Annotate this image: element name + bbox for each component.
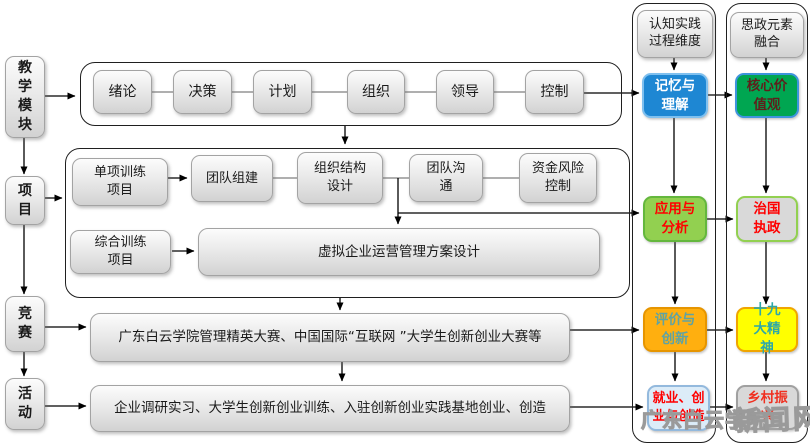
module-box-controlling: 控制	[525, 70, 584, 114]
ideology-item-core-values: 核心价值观	[735, 73, 799, 118]
module-box-intro: 绪论	[93, 70, 152, 114]
ideology-item-governance: 治国执政	[736, 196, 798, 242]
module-box-decision: 决策	[173, 70, 232, 114]
projects-group	[65, 148, 630, 298]
module-box-planning: 计划	[253, 70, 312, 114]
watermark-logo: 新闻网	[732, 403, 810, 438]
rail-competitions: 竞赛	[5, 296, 45, 352]
project-box-team-communication: 团队沟通	[409, 154, 483, 202]
ideology-lane-header: 思政元素融合	[730, 12, 804, 58]
ideology-item-19th-congress-spirit: 十九大精神	[736, 302, 798, 356]
project-box-single-training: 单项训练项目	[72, 158, 168, 206]
cognitive-item-remember-understand: 记忆与理解	[642, 73, 708, 118]
project-box-virtual-enterprise-plan: 虚拟企业运营管理方案设计	[198, 228, 600, 276]
rail-teaching-modules: 教学模块	[5, 56, 45, 138]
cognitive-lane	[632, 3, 716, 443]
competition-box: 广东白云学院管理精英大赛、中国国际“互联网 ”大学生创新创业大赛等	[90, 313, 570, 362]
project-box-team-building: 团队组建	[191, 155, 273, 202]
cognitive-item-employment-entrepreneurship: 就业、创业与创造	[647, 385, 710, 431]
activity-box: 企业调研实习、大学生创新创业训练、入驻创新创业实践基地创业、创造	[90, 385, 570, 432]
project-box-comprehensive: 综合训练项目	[70, 230, 171, 274]
project-box-org-structure: 组织结构设计	[297, 152, 383, 204]
module-box-organizing: 组织	[347, 70, 405, 114]
module-box-leading: 领导	[436, 70, 494, 114]
rail-activities: 活动	[5, 378, 45, 430]
cognitive-lane-header: 认知实践过程维度	[637, 10, 713, 58]
project-box-financial-risk: 资金风险控制	[519, 153, 597, 203]
ideology-lane	[726, 3, 808, 443]
ideology-item-rural-revitalization: 乡村振兴	[736, 385, 799, 430]
cognitive-item-apply-analyze: 应用与分析	[643, 196, 707, 242]
cognitive-item-evaluate-innovate: 评价与创新	[643, 307, 707, 352]
watermark-text: 广东白云学院	[640, 407, 767, 432]
teaching-modules-group	[80, 62, 622, 126]
rail-projects: 项目	[5, 176, 45, 225]
